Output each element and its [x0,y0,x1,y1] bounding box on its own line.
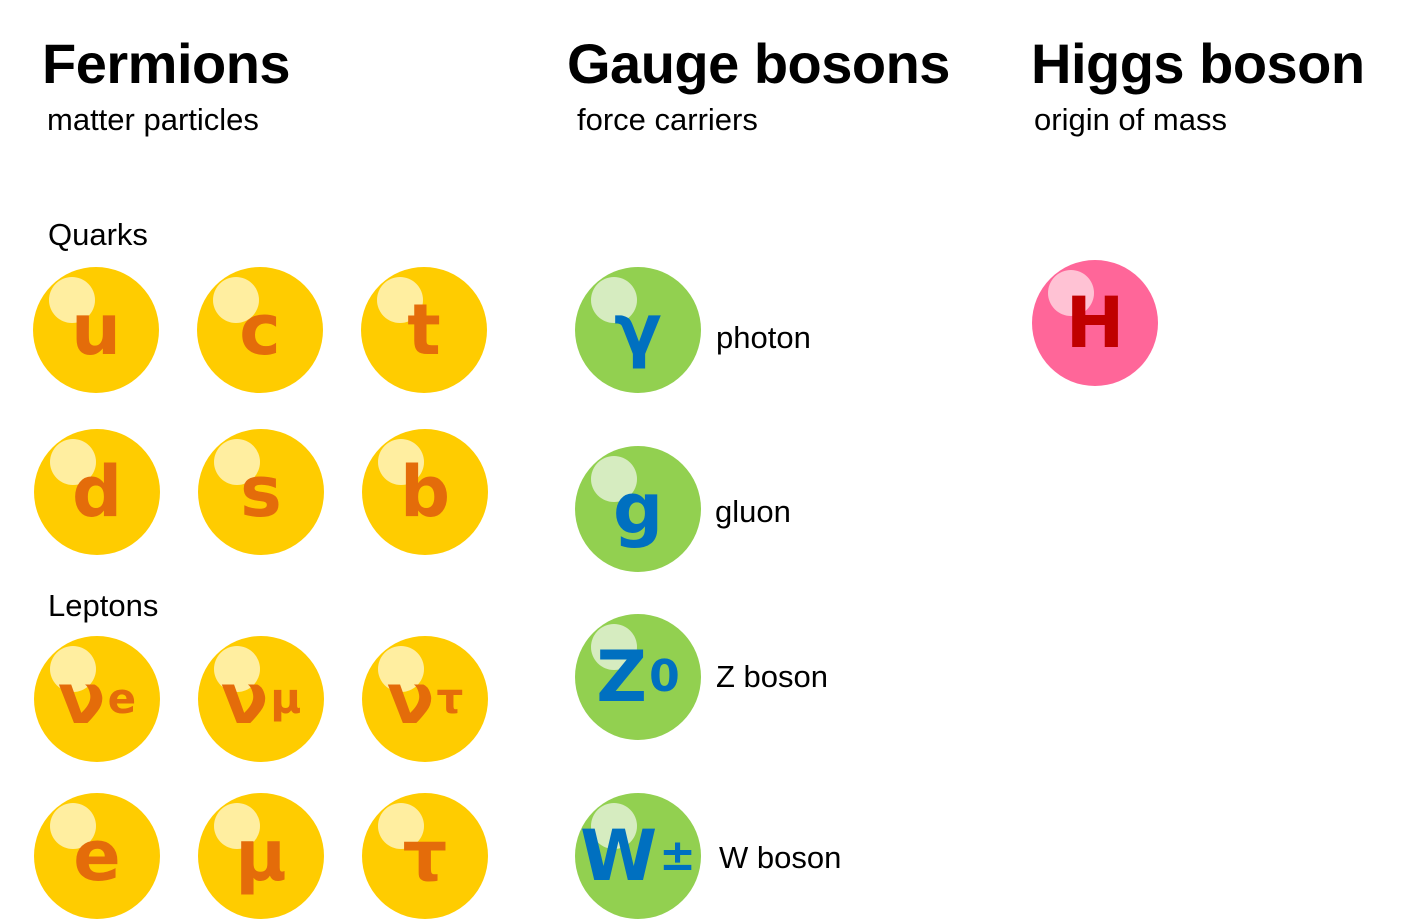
w-boson: W± [575,793,701,919]
top-quark: t [361,267,487,393]
charm-quark-symbol: c [239,289,281,371]
gluon-symbol: g [612,468,664,550]
highlight [1048,270,1094,316]
highlight [377,277,423,323]
highlight [214,439,260,485]
photon-symbol: γ [614,289,662,371]
down-quark: d [34,429,160,555]
bottom-quark: b [362,429,488,555]
strange-quark-symbol: s [240,451,282,533]
strange-quark: s [198,429,324,555]
fermions-subtitle: matter particles [47,102,259,137]
electron: e [34,793,160,919]
top-quark-symbol: t [407,289,441,371]
w-boson-symbol: W± [579,815,697,897]
fermions-heading: Fermions [42,32,291,95]
leptons-label: Leptons [48,588,159,623]
down-quark-symbol: d [71,451,123,533]
higgs-symbol: H [1065,282,1125,364]
up-quark: u [33,267,159,393]
electron-symbol: e [73,815,121,897]
photon-label: photon [716,320,811,355]
highlight [591,456,637,502]
quarks-label: Quarks [48,217,148,252]
muon: μ [198,793,324,919]
gluon-label: gluon [715,494,791,529]
gluon: g [575,446,701,572]
highlight [591,624,637,670]
highlight [591,803,637,849]
muon-symbol: μ [235,815,287,897]
higgs-subtitle: origin of mass [1034,102,1227,137]
highlight [214,803,260,849]
highlight [378,646,424,692]
highlight [378,803,424,849]
higgs-heading: Higgs boson [1031,32,1365,95]
charm-quark: c [197,267,323,393]
highlight [50,439,96,485]
highlight [50,646,96,692]
highlight [213,277,259,323]
highlight [591,277,637,323]
w-boson-label: W boson [719,840,842,875]
highlight [378,439,424,485]
tau: τ [362,793,488,919]
gauge-bosons-heading: Gauge bosons [567,32,950,95]
highlight [49,277,95,323]
z-boson-label: Z boson [716,659,829,694]
highlight [50,803,96,849]
bottom-quark-symbol: b [399,451,451,533]
tau-symbol: τ [402,815,448,897]
gauge-bosons-subtitle: force carriers [577,102,758,137]
photon: γ [575,267,701,393]
higgs-boson: H [1032,260,1158,386]
up-quark-symbol: u [71,289,121,371]
highlight [214,646,260,692]
